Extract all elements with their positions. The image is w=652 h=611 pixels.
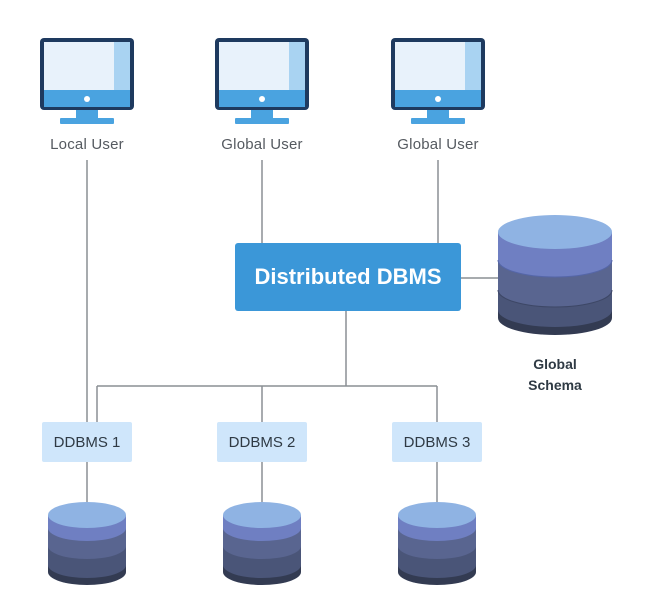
ddbms-site-label: DDBMS 2 [228, 433, 296, 451]
ddbms-site-3-box: DDBMS 3 [392, 422, 482, 462]
global-user-label: Global User [221, 136, 303, 153]
distributed-dbms-label: Distributed DBMS [254, 264, 442, 289]
local-user-label: Local User [50, 136, 124, 153]
monitor-icon [40, 38, 134, 124]
site-3-database-icon [398, 502, 476, 585]
ddbms-site-label: DDBMS 1 [53, 433, 121, 451]
global-schema-label: Global Schema [505, 354, 605, 396]
ddbms-site-label: DDBMS 3 [403, 433, 471, 451]
monitor-icon [215, 38, 309, 124]
distributed-dbms-box: Distributed DBMS [235, 243, 461, 311]
schema-line-1: Global [533, 356, 577, 372]
connector-lines [86, 160, 500, 505]
site-1-database-icon [48, 502, 126, 585]
schema-line-2: Schema [528, 377, 582, 393]
ddbms-site-2-box: DDBMS 2 [217, 422, 307, 462]
global-user-label: Global User [397, 136, 479, 153]
monitor-icon [391, 38, 485, 124]
global-schema-database-icon [497, 215, 613, 335]
ddbms-site-1-box: DDBMS 1 [42, 422, 132, 462]
site-2-database-icon [223, 502, 301, 585]
